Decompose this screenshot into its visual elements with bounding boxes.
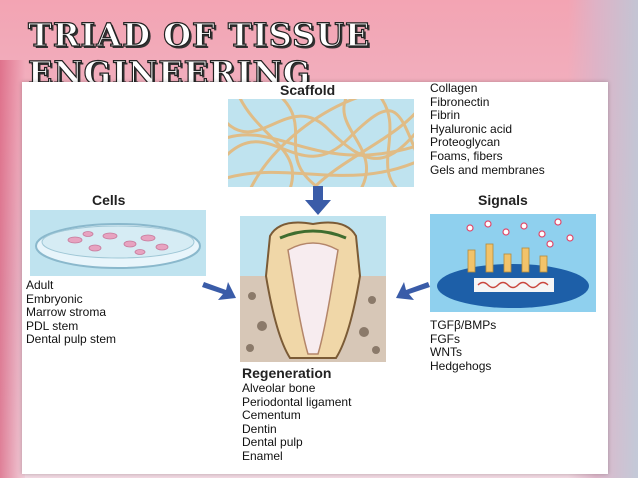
arrow-down-icon: [305, 186, 331, 215]
list-item: WNTs: [430, 345, 462, 360]
list-item: Marrow stroma: [26, 305, 107, 320]
slide-title: TRIAD OF TISSUE ENGINEERING: [27, 15, 371, 92]
arrow-right-icon: [202, 282, 236, 300]
list-item: Fibrin: [430, 108, 461, 123]
list-item: Adult: [26, 278, 54, 292]
regeneration-list: Alveolar bone Periodontal ligament Cemen…: [242, 381, 352, 464]
list-item: Foams, fibers: [430, 148, 503, 163]
list-item: Enamel: [242, 448, 283, 463]
list-item: Fibronectin: [430, 94, 490, 109]
tooth-cross-section-image: [240, 216, 386, 362]
list-item: Proteoglycan: [430, 135, 501, 150]
list-item: Periodontal ligament: [242, 394, 352, 409]
list-item: PDL stem: [26, 318, 79, 333]
signals-list: TGFβ/BMPs FGFs WNTs Hedgehogs: [430, 318, 497, 373]
scaffold-label: Scaffold: [280, 82, 336, 98]
list-item: Hedgehogs: [430, 358, 492, 373]
list-item: Hyaluronic acid: [430, 121, 513, 136]
list-item: Collagen: [430, 81, 478, 95]
list-item: Cementum: [242, 408, 301, 423]
list-item: Dental pulp: [242, 435, 303, 450]
signals-image: [430, 214, 596, 312]
list-item: Gels and membranes: [430, 162, 545, 177]
arrow-left-icon: [396, 282, 430, 300]
cells-list: Adult Embryonic Marrow stroma PDL stem D…: [26, 278, 117, 347]
cells-label: Cells: [92, 192, 126, 208]
petri-dish-image: [30, 210, 206, 276]
scaffold-list: Collagen Fibronectin Fibrin Hyaluronic a…: [430, 81, 545, 177]
list-item: FGFs: [430, 331, 460, 346]
regeneration-label: Regeneration: [242, 365, 332, 381]
list-item: TGFβ/BMPs: [430, 318, 497, 332]
list-item: Dentin: [242, 421, 277, 436]
scaffold-fibers-image: [228, 99, 414, 187]
decorative-background-left: [0, 60, 25, 478]
list-item: Embryonic: [26, 291, 83, 306]
list-item: Dental pulp stem: [26, 332, 117, 347]
list-item: Alveolar bone: [242, 381, 316, 395]
signals-label: Signals: [478, 192, 528, 208]
diagram-panel: Scaffold Collagen Fibronectin Fibrin Hya…: [22, 81, 608, 474]
